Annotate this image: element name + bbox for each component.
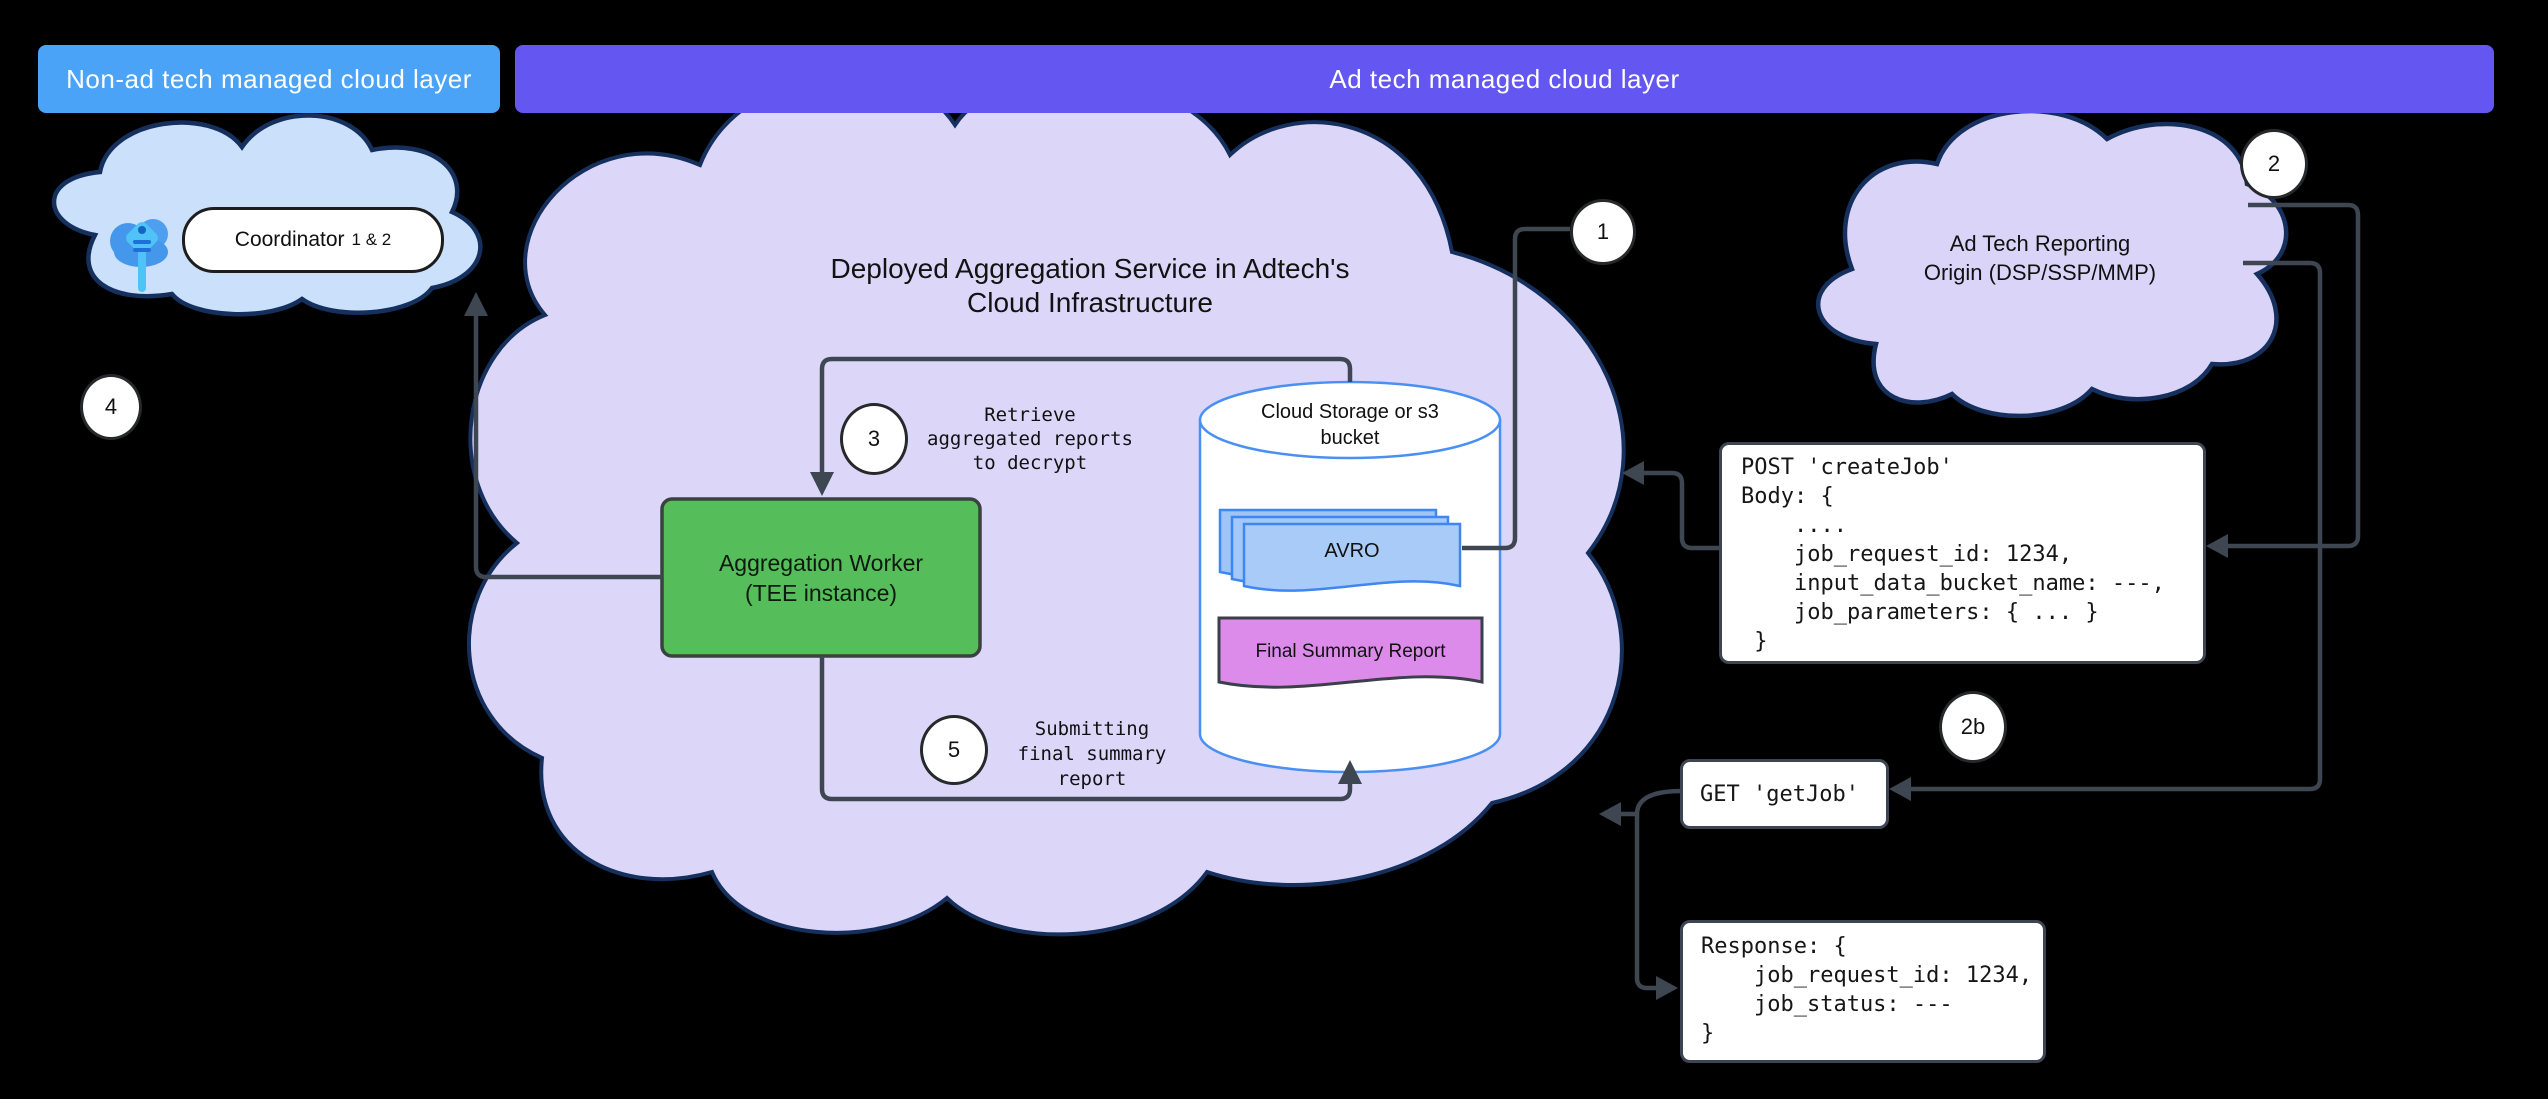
step-badge-2: 2	[2240, 129, 2308, 199]
arrowhead-into-cloud-lower	[1599, 802, 1621, 826]
banner-non-ad-tech: Non-ad tech managed cloud layer	[38, 45, 500, 113]
connector-post-to-cloud	[1640, 470, 1719, 551]
adtech-cloud-shape	[1815, 108, 2289, 419]
coordinator-pill: Coordinator 1 & 2	[182, 207, 444, 273]
connector-step3	[819, 356, 1353, 476]
avro-documents	[1218, 508, 1462, 592]
connector-step2	[2224, 202, 2361, 549]
final-summary-report-label: Final Summary Report	[1255, 641, 1446, 662]
connector-step1	[1462, 226, 1570, 551]
connector-get-to-cloud	[1617, 788, 1683, 817]
connector-step2b	[1906, 260, 2323, 792]
create-job-request-code: POST 'createJob' Body: { .... job_reques…	[1741, 455, 2165, 654]
aggregation-worker-label: Aggregation Worker (TEE instance)	[718, 549, 924, 606]
coordinator-pill-sublabel: 1 & 2	[351, 230, 392, 249]
connector-step5	[819, 656, 1353, 802]
step-badge-2b: 2b	[1939, 691, 2007, 763]
arrowhead-into-getbox	[1889, 777, 1911, 801]
arrowheads	[464, 292, 2228, 1000]
coordinator-pill-label: Coordinator	[234, 228, 345, 251]
connector-step4	[473, 312, 662, 580]
arrowhead-into-postbox	[2206, 534, 2228, 558]
annotation-submit-report: Submitting final summary report	[1017, 718, 1167, 790]
arrowhead-into-responsebox	[1656, 976, 1678, 1000]
service-cloud-title: Deployed Aggregation Service in Adtech's…	[830, 253, 1350, 318]
step-badge-1: 1	[1570, 199, 1636, 265]
get-job-response-code: Response: { job_request_id: 1234, job_st…	[1701, 934, 2033, 1046]
connectors	[473, 202, 2361, 991]
step-badge-3: 3	[840, 403, 908, 475]
annotation-retrieve-reports: Retrieve aggregated reports to decrypt	[927, 404, 1133, 474]
cloud-key-icon	[110, 219, 168, 292]
final-summary-report-doc	[1217, 616, 1484, 689]
get-job-request-box: GET 'getJob'	[1680, 759, 1889, 829]
get-job-response-box: Response: { job_request_id: 1234, job_st…	[1680, 920, 2046, 1063]
avro-label: AVRO	[1324, 540, 1380, 562]
arrowhead-into-cylinder	[1338, 760, 1362, 784]
arrowhead-into-cloud-right	[1622, 461, 1644, 485]
connector-get-to-response	[1634, 814, 1660, 991]
get-job-request-code: GET 'getJob'	[1700, 781, 1859, 807]
step-badge-4: 4	[80, 374, 142, 440]
create-job-request-box: POST 'createJob' Body: { .... job_reques…	[1719, 442, 2206, 664]
arrowhead-into-worker	[810, 472, 834, 496]
adtech-cloud-label: Ad Tech Reporting Origin (DSP/SSP/MMP)	[1923, 231, 2157, 285]
storage-cylinder-label: Cloud Storage or s3 bucket	[1261, 401, 1439, 449]
banner-ad-tech: Ad tech managed cloud layer	[515, 45, 2494, 113]
step-badge-5: 5	[920, 715, 988, 785]
arrowhead-into-coordinator	[464, 292, 488, 316]
